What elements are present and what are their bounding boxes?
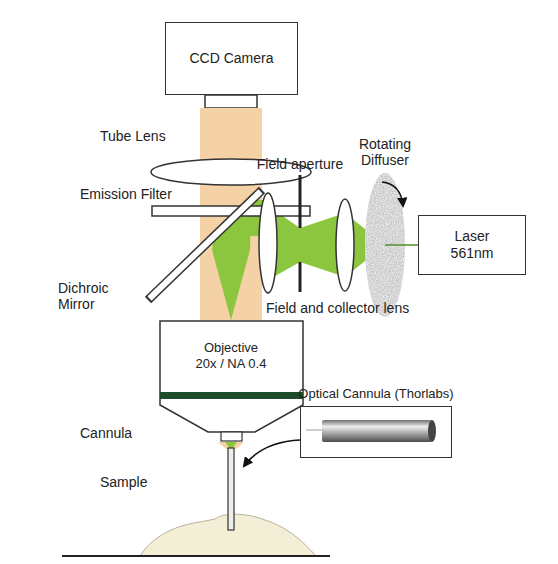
rotation-arrow: [382, 182, 403, 206]
collector-lens: [336, 199, 354, 291]
camera-mount: [205, 95, 257, 108]
objective-body: [160, 321, 303, 432]
laser-beam: [385, 244, 418, 246]
node-label: Objective 20x / NA 0.4: [193, 340, 269, 372]
part-label: Field and collector lens: [266, 300, 436, 316]
cannula: [228, 448, 234, 530]
laser-box: Laser 561nm: [418, 215, 526, 275]
inset-pointer: [244, 440, 300, 466]
part-label: Field aperture: [250, 156, 350, 172]
part-label: Sample: [100, 474, 170, 490]
cannula-photo: [322, 420, 432, 442]
stage-base: [62, 555, 330, 557]
inset-panel: Optical Cannula (Thorlabs): [292, 386, 460, 460]
field-aperture: [299, 175, 302, 228]
objective-outline: [159, 320, 304, 442]
objective-lens: Objective 20x / NA 0.4: [159, 320, 304, 442]
dichroic-mirror-face: [150, 192, 261, 299]
field-lens: [259, 193, 277, 293]
part-label: Dichroic Mirror: [58, 280, 138, 312]
node-label: CCD Camera: [172, 50, 292, 67]
dichroic-mirror: [148, 190, 262, 300]
camera-box: CCD Camera: [165, 22, 298, 95]
fiber-tip: [306, 429, 322, 431]
node-label: Laser 561nm: [442, 228, 502, 262]
part-label: Emission Filter: [80, 186, 190, 202]
part-label: Tube Lens: [100, 128, 190, 144]
node-label: Optical Cannula (Thorlabs): [292, 386, 460, 402]
part-label: Rotating Diffuser: [345, 136, 425, 168]
objective-band: [160, 392, 303, 399]
part-label: Cannula: [80, 425, 150, 441]
field-aperture: [299, 262, 302, 292]
cannula-photo-end: [428, 420, 436, 442]
objective-nose: [221, 432, 242, 441]
inset-frame: [300, 406, 452, 458]
